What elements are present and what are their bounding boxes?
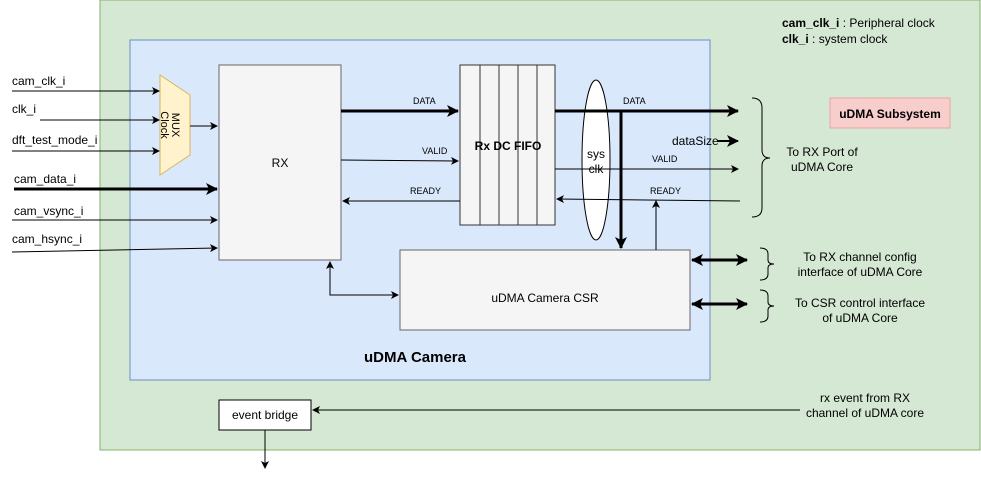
rx-port-brace	[751, 97, 771, 218]
signal-ready-2: READY	[650, 186, 681, 196]
hsync-arrow	[11, 244, 218, 253]
event-bridge-label: event bridge	[232, 408, 298, 422]
csr-block	[399, 249, 691, 331]
input-label-cam-clk: cam_clk_i	[12, 74, 65, 88]
signal-data-1: DATA	[413, 96, 436, 106]
rx-dc-fifo-block	[459, 64, 556, 226]
rx-channel-brace	[759, 247, 775, 281]
signal-datasize: dataSize	[672, 134, 719, 148]
signal-data-2: DATA	[623, 96, 646, 106]
csr-label: uDMA Camera CSR	[491, 291, 599, 305]
mux-clock-block	[159, 74, 191, 176]
rx-csr-link	[326, 261, 399, 299]
legend-clk: clk_i : system clock	[782, 32, 888, 46]
input-label-hsync: cam_hsync_i	[12, 232, 82, 246]
input-label-clk: clk_i	[12, 102, 36, 116]
input-label-vsync: cam_vsync_i	[14, 204, 83, 218]
input-label-dft: dft_test_mode_i	[12, 133, 97, 147]
signal-valid-2: VALID	[652, 154, 678, 164]
udma-subsystem-badge	[829, 97, 951, 129]
mux-clock-label: MUXClock	[158, 111, 181, 139]
out-fifo-ready-arrow	[556, 195, 741, 204]
rx-fifo-valid-arrow	[340, 156, 459, 165]
udma-subsystem-label: uDMA Subsystem	[839, 107, 941, 121]
event-bridge-block	[218, 399, 312, 431]
signal-valid-1: VALID	[422, 146, 448, 156]
csr-control-brace	[759, 289, 775, 323]
rx-block	[218, 64, 342, 261]
rx-label: RX	[272, 156, 289, 170]
signal-ready-1: READY	[410, 186, 441, 196]
udma-camera-label: uDMA Camera	[364, 349, 467, 366]
input-label-cam-data: cam_data_i	[14, 172, 76, 186]
rx-dc-fifo-label: Rx DC FIFO	[475, 139, 542, 153]
legend-cam-clk: cam_clk_i : Peripheral clock	[782, 16, 936, 30]
